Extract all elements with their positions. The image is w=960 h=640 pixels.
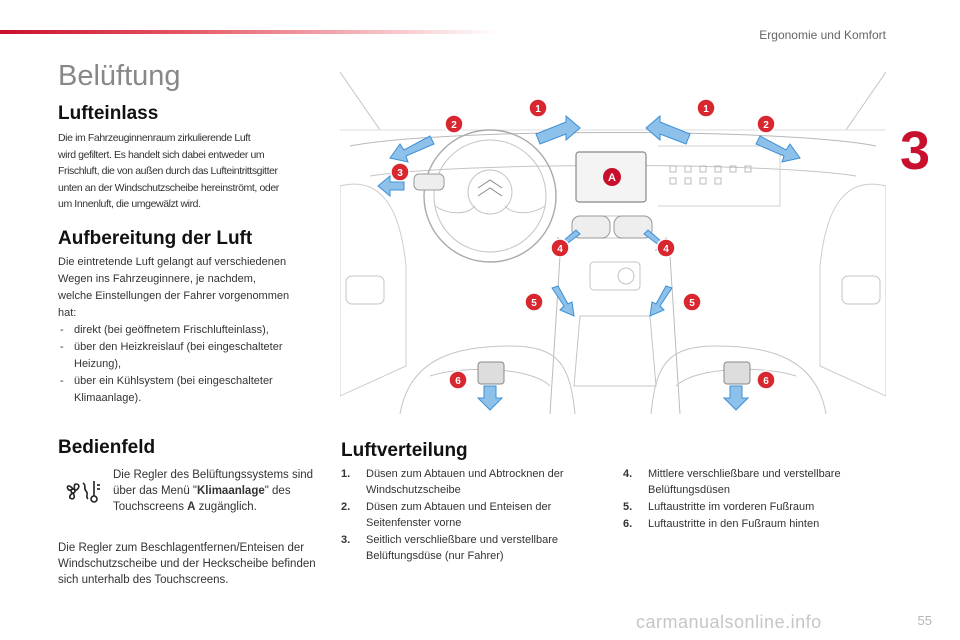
aufbereitung-line: hat: [58,307,77,319]
item-number: 1. [341,468,351,480]
touchscreen-letter: A [187,501,196,513]
airflow-arrow [645,114,691,145]
climate-fan-thermometer-icon [66,481,100,503]
aufbereitung-list: direkt (bei geöffnetem Frischlufteinlass… [58,322,320,407]
touchscreen-marker-label: A [608,172,616,184]
item-text: Luftaustritte in den Fußraum hinten [648,518,820,530]
list-item: 6. Luftaustritte in den Fußraum hinten [623,516,873,532]
svg-text:1: 1 [703,104,709,115]
watermark: carmanualsonline.info [636,612,822,632]
list-item: über ein Kühlsystem (bei eingeschalteter… [58,373,320,407]
lufteinlass-line: unten an der Windschutzscheibe hereinstr… [58,181,279,194]
marker-2-left: 2 [444,114,464,134]
item-text: Düsen zum Abtauen und Abtrocknen der Win… [366,468,564,496]
bedienfeld-text-2: Die Regler zum Beschlagentfernen/Enteise… [58,542,316,586]
bedienfeld-text: Die Regler des Belüftungssystems sind üb… [113,467,318,515]
marker-3: 3 [390,162,410,182]
item-number: 4. [623,468,633,480]
rear-footwell-vent-right [723,361,751,385]
side-vent-driver [413,173,445,191]
aufbereitung-text: Die eintretende Luft gelangt auf verschi… [58,254,320,407]
chapter-number: 3 [900,121,931,181]
marker-6-right: 6 [756,370,776,390]
luftverteilung-list-right: 4. Mittlere verschließbare und verstellba… [623,466,873,533]
marker-4-right: 4 [656,238,676,258]
svg-text:2: 2 [763,120,769,131]
svg-text:6: 6 [455,376,461,387]
aufbereitung-line: Die eintretende Luft gelangt auf verschi… [58,256,287,268]
marker-1-right: 1 [696,98,716,118]
lufteinlass-line: um Innenluft, die umgewälzt wird. [58,198,201,210]
touchscreen-marker [603,168,621,186]
marker-4-left: 4 [550,238,570,258]
svg-text:5: 5 [531,298,537,309]
center-vent-left [571,215,611,239]
section-name: Ergonomie und Komfort [759,28,886,42]
marker-6-left: 6 [448,370,468,390]
rear-footwell-vent-left [477,361,505,385]
page-number: 55 [917,613,932,628]
list-item: 2. Düsen zum Abtauen und Enteisen der Sei… [341,499,599,531]
lufteinlass-line: wird gefiltert. Es handelt sich dabei en… [58,148,265,161]
lufteinlass-line: Frischluft, die von außen durch das Luft… [58,165,278,177]
aufbereitung-line: welche Einstellungen der Fahrer vorgenom… [58,290,290,302]
center-vent-right [613,215,653,239]
aufbereitung-line: Wegen ins Fahrzeuginnere, je nachdem, [58,273,256,285]
dashboard-ventilation-illustration: A 1 1 2 2 3 4 4 5 5 6 6 [340,71,886,414]
climate-menu-name: Klimaanlage [197,485,265,497]
airflow-arrow [535,114,581,145]
list-item: direkt (bei geöffnetem Frischlufteinlass… [58,322,320,339]
item-number: 6. [623,518,633,530]
list-item: 1. Düsen zum Abtauen und Abtrocknen der W… [341,466,599,498]
svg-text:2: 2 [451,120,457,131]
header-accent-bar [0,30,500,34]
luftverteilung-list-left: 1. Düsen zum Abtauen und Abtrocknen der W… [341,466,599,565]
svg-text:1: 1 [535,104,541,115]
bedienfeld-text-start: Die Regler des Belüftungssystems sind üb… [113,469,314,497]
airflow-arrow [649,285,673,317]
airflow-arrow [389,135,435,163]
airflow-arrow [551,285,575,317]
svg-text:3: 3 [397,168,403,179]
list-item: 3. Seitlich verschließbare und verstellba… [341,532,599,564]
a-pillar-left [340,71,381,131]
svg-text:4: 4 [663,244,669,255]
airflow-arrow [377,174,405,198]
lufteinlass-heading: Lufteinlass [58,103,159,124]
list-item: 5. Luftaustritte im vorderen Fußraum [623,499,873,515]
svg-text:4: 4 [557,244,563,255]
item-text: Seitlich verschließbare und verstellbare… [366,534,558,562]
item-number: 5. [623,501,633,513]
item-text: Düsen zum Abtauen und Enteisen der Seite… [366,501,552,529]
svg-text:5: 5 [689,298,695,309]
aufbereitung-heading: Aufbereitung der Luft [58,228,253,249]
page-title: Belüftung [58,60,181,92]
lufteinlass-text: Die im Fahrzeuginnenraum zirkulierende L… [58,130,320,213]
list-item: 4. Mittlere verschließbare und verstellba… [623,466,873,498]
marker-2-right: 2 [756,114,776,134]
item-text: Luftaustritte im vorderen Fußraum [648,501,815,513]
item-number: 2. [341,501,351,513]
a-pillar-right [845,71,886,131]
item-text: Mittlere verschließbare und verstellbare… [648,468,841,496]
lufteinlass-line: Die im Fahrzeuginnenraum zirkulierende L… [58,132,251,144]
airflow-arrow [476,385,504,411]
luftverteilung-heading: Luftverteilung [341,440,468,461]
item-number: 3. [341,534,351,546]
bedienfeld-text-end: zugänglich. [195,501,257,513]
marker-5-left: 5 [524,292,544,312]
list-item: über den Heizkreislauf (bei eingeschalte… [58,339,320,373]
airflow-arrow [755,135,801,163]
marker-1-left: 1 [528,98,548,118]
bedienfeld-text-mid: " des Touchscreens [113,485,291,513]
bedienfeld-heading: Bedienfeld [58,437,156,458]
airflow-arrow [722,385,750,411]
marker-5-right: 5 [682,292,702,312]
svg-text:6: 6 [763,376,769,387]
